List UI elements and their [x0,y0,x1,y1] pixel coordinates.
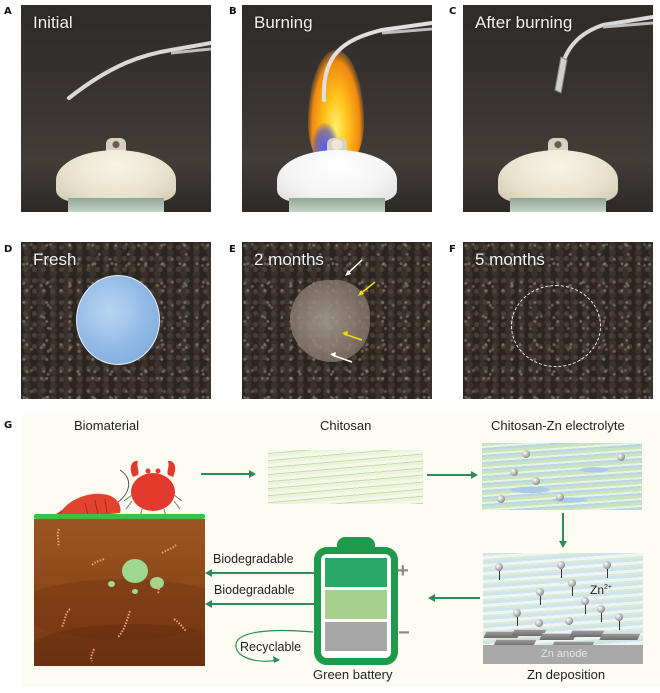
zn-ion-icon [532,477,540,485]
panel-label-a: A [4,6,12,17]
title-electrolyte: Chitosan-Zn electrolyte [491,418,625,433]
grass-layer [34,514,205,519]
tweezers-icon [67,41,211,100]
arrowhead-icon [558,541,567,548]
title-zn-deposition: Zn deposition [527,667,606,682]
label-biodegradable-1: Biodegradable [213,552,294,566]
alcohol-burner [277,150,397,202]
arrow-biodegradable-2 [212,603,314,605]
soil-block [34,519,205,666]
arrow-biodegradable-1 [212,572,314,574]
panel-label-b: B [229,6,237,17]
alcohol-burner [498,150,618,202]
arrow-indicators [330,259,376,363]
photo-2-months: 2 months [242,242,432,399]
arrow-to-chitosan [201,473,249,475]
photo-5-months: 5 months [463,242,653,399]
zn-ion-icon [581,597,589,605]
zn-ion-icon [535,619,543,627]
photo-burning: Burning [242,5,432,212]
zn-anode: Zn anode [483,645,643,664]
zn-ion-icon [497,495,505,503]
film-disc-fresh [76,275,160,365]
title-chitosan: Chitosan [320,418,372,433]
arrowhead-icon [249,469,256,478]
positive-terminal: + [397,560,409,582]
zn-ion-label: Zn2+ [590,583,612,597]
zn-ion-icon [513,609,521,617]
panel-label-c: C [449,6,457,17]
caption-5-months: 5 months [475,250,545,269]
zn-ion-icon [510,468,518,476]
chitosan-zn-electrolyte-illustration [482,443,642,510]
caption-burning: Burning [254,13,313,32]
panel-label-d: D [4,244,13,255]
chitosan-fiber-illustration [268,450,423,504]
zn-ion-icon [603,561,611,569]
negative-terminal: − [398,622,410,644]
zn-ion-icon [557,561,565,569]
caption-fresh: Fresh [33,250,77,269]
battery-cell-top [325,558,387,587]
zn-deposition-illustration: Zn2+ Zn anode [483,553,643,664]
photo-fresh: Fresh [21,242,211,399]
caption-initial: Initial [33,13,73,32]
worms-icon [56,528,187,662]
panel-label-e: E [229,244,236,255]
crab-icon [123,460,183,518]
zn-ion-icon [568,579,576,587]
panel-label-f: F [449,244,456,255]
photo-after-burning: After burning [463,5,653,212]
zn-anode-label: Zn anode [541,648,588,660]
zn-ion-icon [565,617,573,625]
arrowhead-icon [205,599,212,608]
shrimp-and-crab-illustration [52,460,183,518]
tweezers-icon [321,21,432,102]
film-disc-degraded [290,280,370,362]
degraded-area-outline [511,285,601,367]
degraded-film-fragment [122,559,148,583]
battery-cell-middle [325,590,387,619]
burner-glass [68,198,164,212]
alcohol-burner [56,150,176,202]
title-green-battery: Green battery [313,667,393,682]
zn-ion-icon [556,493,564,501]
zn-ion-icon [597,605,605,613]
shrimp-icon [52,469,130,517]
green-battery-icon [314,547,398,665]
caption-2-months: 2 months [254,250,324,269]
zn-ion-icon [536,588,544,596]
recyclable-loop-arrow-icon [235,629,314,663]
zn-ion-icon [617,453,625,461]
label-recyclable: Recyclable [240,640,302,654]
arrow-to-electrolyte [427,474,471,476]
caption-after-burning: After burning [475,13,573,32]
arrowhead-icon [205,568,212,577]
burner-glass [510,198,606,212]
arrowhead-icon [471,470,478,479]
arrow-to-battery [435,597,480,599]
arrow-to-deposition [562,513,564,543]
title-biomaterial: Biomaterial [74,418,140,433]
burner-glass [289,198,385,212]
arrowhead-icon [428,593,435,602]
zn-ion-icon [522,450,530,458]
battery-cell-bottom [325,622,387,651]
photo-initial: Initial [21,5,211,212]
label-biodegradable-2: Biodegradable [214,583,295,597]
panel-label-g: G [4,420,13,431]
zn-ion-icon [615,613,623,621]
zn-ion-icon [495,563,503,571]
tweezers-icon [554,15,653,94]
